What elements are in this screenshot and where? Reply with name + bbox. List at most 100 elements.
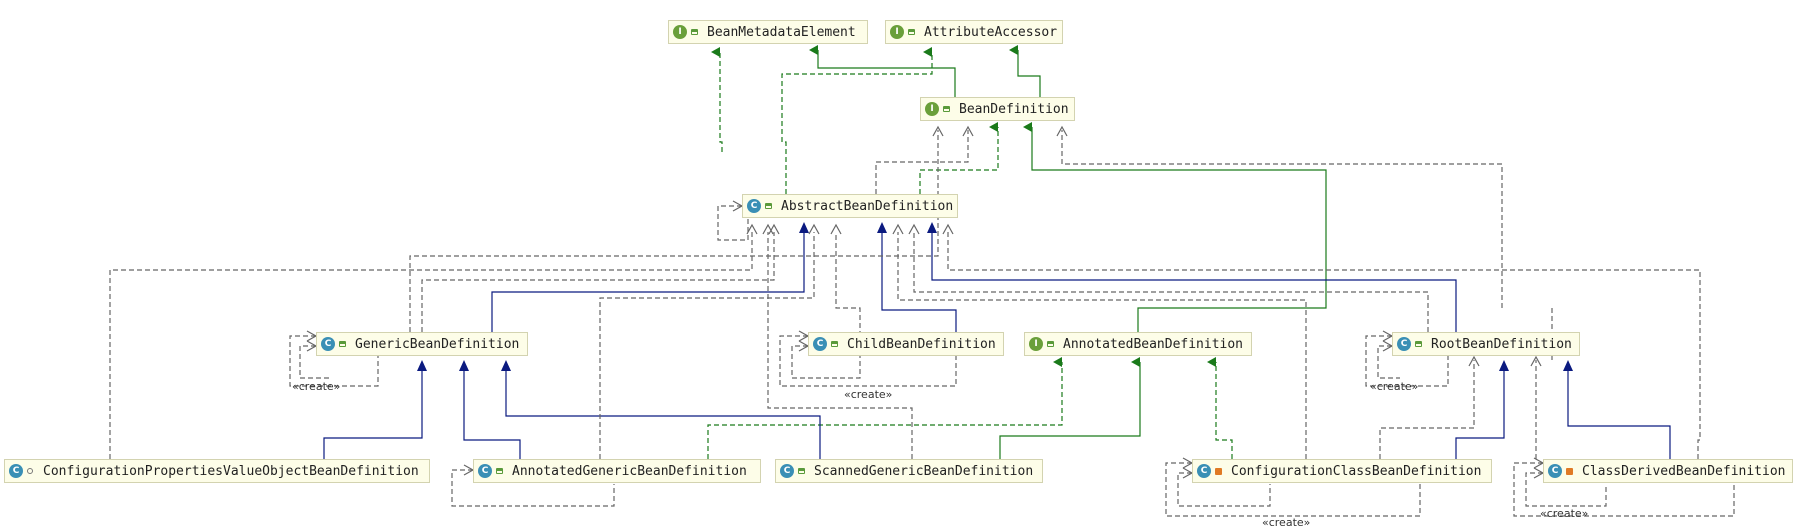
implements-edge-abd-bd bbox=[919, 122, 999, 194]
self-loop-ccbd bbox=[1165, 462, 1421, 517]
dependency-arrow bbox=[962, 125, 974, 137]
create-label: «create» bbox=[844, 388, 893, 401]
class-node-label: ChildBeanDefinition bbox=[847, 336, 996, 352]
extends-arrow bbox=[501, 360, 511, 371]
implements-edge-agbd-anbd bbox=[707, 357, 1063, 459]
create-label: «create» bbox=[1370, 380, 1419, 393]
class-icon: C bbox=[813, 337, 827, 351]
dependency-edge-agbd-abd bbox=[599, 232, 815, 459]
dependency-arrow bbox=[932, 125, 944, 137]
extends-edge-ccbd-rbd bbox=[1455, 370, 1505, 459]
class-node-abd[interactable]: C AbstractBeanDefinition bbox=[742, 194, 958, 218]
public-visibility-icon bbox=[941, 104, 951, 114]
dependency-arrow bbox=[1468, 355, 1480, 367]
self-loop-agbd bbox=[451, 469, 615, 507]
class-icon: C bbox=[1197, 464, 1211, 478]
self-loop-ccbd-2 bbox=[1177, 472, 1271, 507]
self-loop-cdbd bbox=[1513, 462, 1735, 517]
class-node-label: BeanMetadataElement bbox=[707, 24, 856, 40]
implements-edge-abd-aa bbox=[781, 47, 933, 194]
implements-edge-ccbd-anbd bbox=[1207, 357, 1233, 459]
class-node-bme[interactable]: I BeanMetadataElement bbox=[668, 20, 868, 44]
class-icon: C bbox=[9, 464, 23, 478]
public-visibility-icon bbox=[1413, 339, 1423, 349]
interface-icon: I bbox=[1029, 337, 1043, 351]
extends-arrow bbox=[459, 360, 469, 371]
public-visibility-icon bbox=[796, 466, 806, 476]
dependency-arrow bbox=[762, 223, 774, 235]
public-visibility-icon bbox=[763, 201, 773, 211]
private-visibility-icon bbox=[1564, 466, 1574, 476]
class-node-agbd[interactable]: C AnnotatedGenericBeanDefinition bbox=[473, 459, 761, 483]
implements-edge-bd-bme bbox=[809, 45, 956, 97]
dependency-edge-gbd-bd bbox=[409, 130, 939, 332]
class-icon: C bbox=[478, 464, 492, 478]
class-icon: C bbox=[1397, 337, 1411, 351]
interface-icon: I bbox=[925, 102, 939, 116]
self-loop-gbd-2 bbox=[299, 345, 330, 379]
dependency-edge-cpvo-abd bbox=[109, 232, 753, 459]
class-icon: C bbox=[1548, 464, 1562, 478]
implements-edge-abd-bme bbox=[711, 47, 723, 152]
self-loop-rbd bbox=[1365, 335, 1449, 387]
class-node-sgbd[interactable]: C ScannedGenericBeanDefinition bbox=[775, 459, 1043, 483]
create-label: «create» bbox=[1540, 507, 1589, 520]
extends-edge-sgbd-gbd bbox=[505, 370, 821, 459]
private-visibility-icon bbox=[1213, 466, 1223, 476]
self-loop-rbd-2 bbox=[1377, 345, 1400, 379]
class-node-label: AbstractBeanDefinition bbox=[781, 198, 954, 214]
create-label: «create» bbox=[292, 380, 341, 393]
package-visibility-icon bbox=[25, 466, 35, 476]
extends-edge-rbd-abd bbox=[931, 232, 1457, 332]
class-node-ccbd[interactable]: C ConfigurationClassBeanDefinition bbox=[1192, 459, 1492, 483]
public-visibility-icon bbox=[494, 466, 504, 476]
self-loop-gbd bbox=[289, 335, 379, 387]
dependency-edge-gbd-abd bbox=[421, 232, 775, 332]
relationship-lines bbox=[109, 45, 1735, 517]
class-node-label: ScannedGenericBeanDefinition bbox=[814, 463, 1034, 479]
dependency-edge-rbd-bd bbox=[1061, 130, 1503, 308]
public-visibility-icon bbox=[337, 339, 347, 349]
dependency-arrow bbox=[808, 223, 820, 235]
interface-icon: I bbox=[890, 25, 904, 39]
implements-edge-anbd-bd bbox=[1023, 122, 1327, 332]
extends-arrow bbox=[877, 222, 887, 233]
public-visibility-icon bbox=[829, 339, 839, 349]
public-visibility-icon bbox=[1045, 339, 1055, 349]
class-node-cpvo[interactable]: C ConfigurationPropertiesValueObjectBeanD… bbox=[4, 459, 430, 483]
class-node-label: AnnotatedGenericBeanDefinition bbox=[512, 463, 747, 479]
class-node-label: ConfigurationClassBeanDefinition bbox=[1231, 463, 1482, 479]
implements-edge-sgbd-anbd bbox=[999, 357, 1141, 459]
class-icon: C bbox=[780, 464, 794, 478]
self-loop-cbd bbox=[779, 335, 957, 387]
dependency-arrow bbox=[830, 223, 842, 235]
extends-arrow bbox=[417, 360, 427, 371]
dependency-arrow bbox=[1056, 125, 1068, 137]
class-icon: C bbox=[747, 199, 761, 213]
extends-edge-cpvo-gbd bbox=[323, 370, 423, 459]
implements-edge-bd-aa bbox=[1009, 45, 1041, 97]
extends-edge-agbd-gbd bbox=[463, 370, 521, 459]
extends-edge-cbd-abd bbox=[881, 232, 957, 332]
self-loop-cbd-2 bbox=[791, 345, 861, 379]
extends-edge-gbd-abd bbox=[491, 232, 805, 332]
class-node-bd[interactable]: I BeanDefinition bbox=[920, 97, 1075, 121]
class-node-label: GenericBeanDefinition bbox=[355, 336, 520, 352]
public-visibility-icon bbox=[689, 27, 699, 37]
extends-arrow bbox=[1499, 360, 1509, 371]
interface-icon: I bbox=[673, 25, 687, 39]
class-node-cbd[interactable]: C ChildBeanDefinition bbox=[808, 332, 1004, 356]
public-visibility-icon bbox=[906, 27, 916, 37]
extends-arrow bbox=[799, 222, 809, 233]
class-node-aa[interactable]: I AttributeAccessor bbox=[885, 20, 1063, 44]
dependency-edge-ccbd-abd bbox=[897, 232, 1307, 459]
dependency-edge-rbd-abd bbox=[913, 232, 1429, 332]
class-node-label: AttributeAccessor bbox=[924, 24, 1058, 40]
class-node-label: BeanDefinition bbox=[959, 101, 1069, 117]
dependency-arrow bbox=[892, 223, 904, 235]
class-node-label: ConfigurationPropertiesValueObjectBeanDe… bbox=[43, 463, 419, 479]
